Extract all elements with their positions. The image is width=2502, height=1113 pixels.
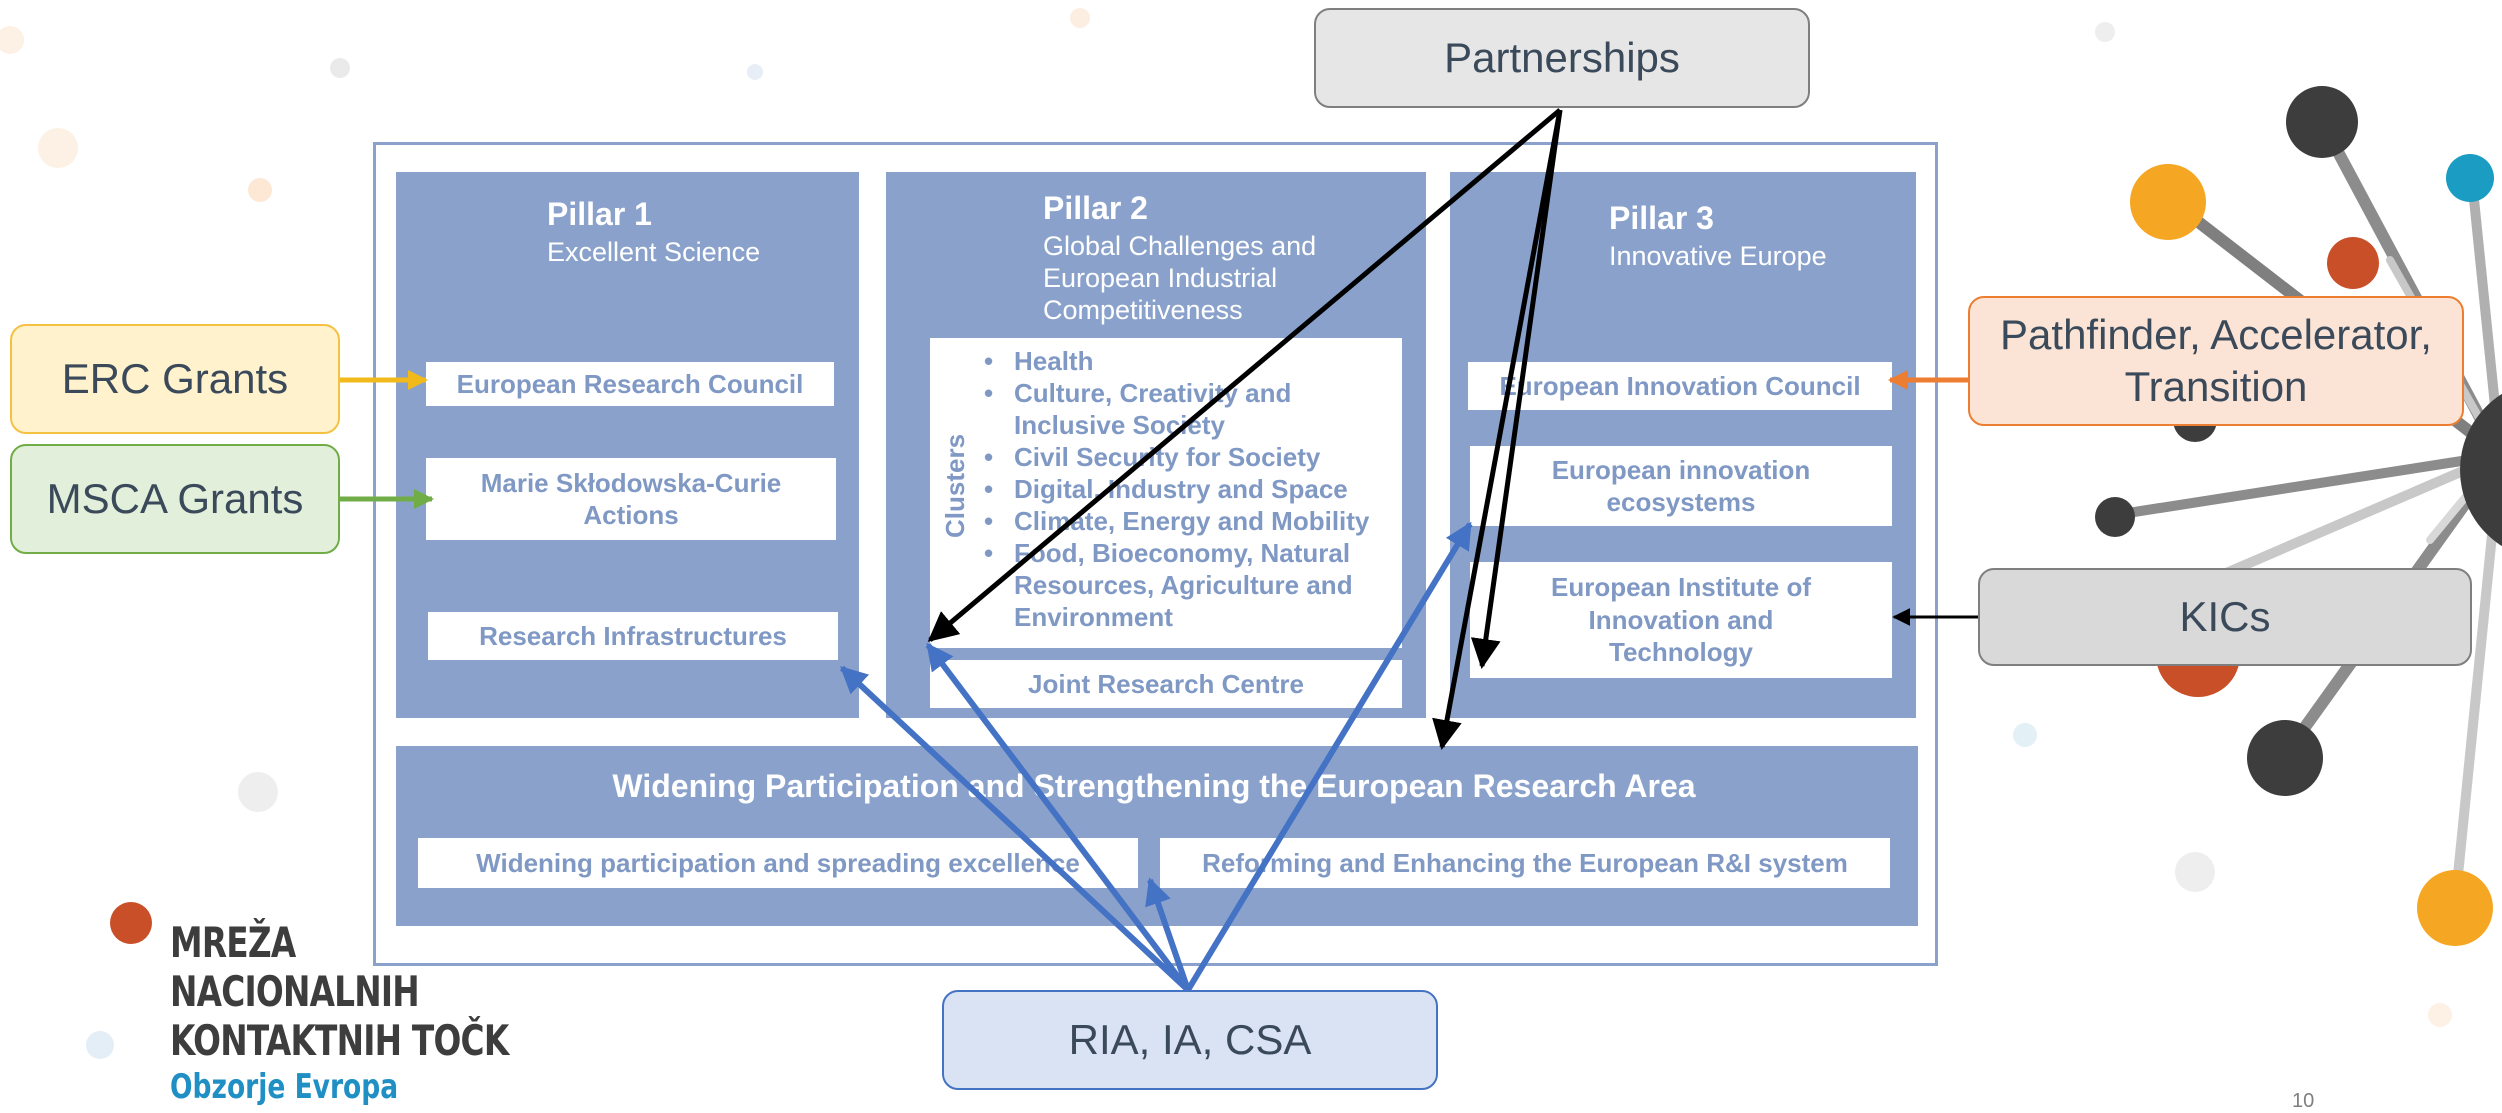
pillar-2-subtitle: Global Challenges and European Industria…: [1043, 231, 1317, 325]
ria-ia-csa-callout: RIA, IA, CSA: [942, 990, 1438, 1090]
msca-grants-callout: MSCA Grants: [10, 444, 340, 554]
widening-title: Widening Participation and Strengthening…: [612, 768, 1696, 804]
partnerships-callout: Partnerships: [1314, 8, 1810, 108]
ncp-logo: MREŽA NACIONALNIH KONTAKTNIH TOČK Obzorj…: [170, 918, 604, 1109]
logo-subtitle: Obzorje Evropa: [170, 1067, 399, 1107]
clusters-box: Health Culture, Creativity and Inclusive…: [930, 338, 1402, 648]
logo-line: MREŽA: [170, 918, 296, 967]
page-number: 10: [2292, 1090, 2315, 1112]
cluster-item: Health: [984, 345, 1402, 377]
jrc-box: Joint Research Centre: [930, 660, 1402, 708]
innovation-ecosystems-box: European innovation ecosystems: [1470, 446, 1892, 526]
clusters-list: Health Culture, Creativity and Inclusive…: [930, 345, 1402, 633]
msca-box: Marie Skłodowska-Curie Actions: [426, 458, 836, 540]
eic-box: European Innovation Council: [1468, 362, 1892, 410]
pillar-2-title: Pillar 2: [1043, 190, 1148, 226]
cluster-item: Culture, Creativity and Inclusive Societ…: [984, 377, 1402, 441]
pillar-1-title: Pillar 1: [547, 196, 652, 232]
erc-box: European Research Council: [426, 362, 834, 406]
research-infrastructures-box: Research Infrastructures: [428, 612, 838, 660]
logo-dot-icon: [110, 902, 152, 944]
logo-line: NACIONALNIH: [170, 967, 420, 1016]
partnerships-arrows: [927, 108, 1563, 750]
widening-participation-box: Widening participation and spreading exc…: [418, 838, 1138, 888]
cluster-item: Food, Bioeconomy, Natural Resources, Agr…: [984, 537, 1402, 633]
cluster-item: Civil Security for Society: [984, 441, 1402, 473]
cluster-item: Digital, Industry and Space: [984, 473, 1402, 505]
kics-callout: KICs: [1978, 568, 2472, 666]
pillar-3-subtitle: Innovative Europe: [1609, 241, 1827, 271]
ria-arrows: [839, 521, 1473, 993]
eit-box: European Institute of Innovation and Tec…: [1470, 562, 1892, 678]
erc-grants-callout: ERC Grants: [10, 324, 340, 434]
reforming-era-box: Reforming and Enhancing the European R&I…: [1160, 838, 1890, 888]
pathfinder-callout: Pathfinder, Accelerator, Transition: [1968, 296, 2464, 426]
pillar-3-title: Pillar 3: [1609, 200, 1714, 236]
pillar-1-subtitle: Excellent Science: [547, 237, 761, 267]
logo-line: KONTAKTNIH TOČK: [170, 1016, 509, 1065]
